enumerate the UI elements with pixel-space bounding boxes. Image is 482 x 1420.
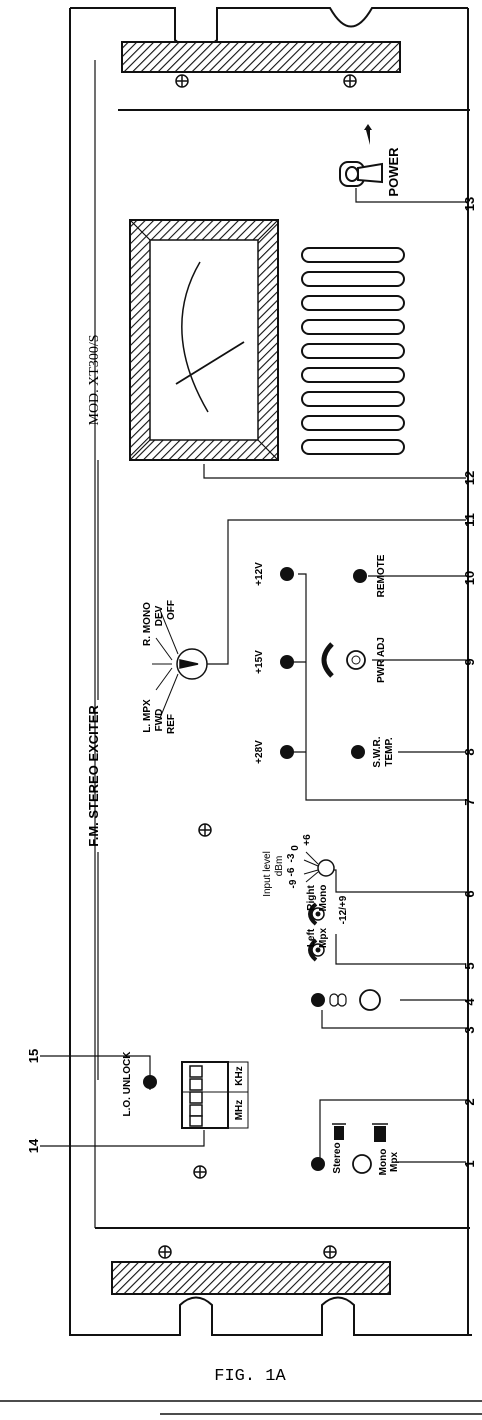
pwr-adj-arc [324,644,332,676]
figure-caption: FIG. 1A [214,1367,286,1386]
power-label: POWER [386,147,401,197]
analog-meter [130,220,278,460]
lo-unlock-label: L.O. UNLOCK [122,1051,133,1117]
callout-11: 11 [462,513,477,527]
input-level-tick-0: 0 [290,845,301,851]
panel-title: F.M. STEREO EXCITER [86,705,101,847]
stereo-switch[interactable] [334,1126,344,1140]
mono-mpx-button[interactable] [353,1155,371,1173]
vent-slots [302,248,404,454]
callout-4: 4 [462,998,477,1006]
selector-l-mpx: L. MPX [142,699,153,733]
test-point-jack[interactable] [280,567,294,759]
callout-10: 10 [462,571,477,585]
input-mono-label: Mono [318,885,329,912]
mono-mpx-switch[interactable] [374,1126,386,1142]
callout-14: 14 [26,1138,41,1153]
panel-outline [70,8,472,1335]
callout-13: 13 [462,197,477,211]
mpx-label: Mpx [389,1152,400,1172]
input-level-tick-m3: -3 [286,853,297,862]
callout-1: 1 [462,1160,477,1167]
input-level-unit: dBm [274,856,285,877]
callout-5: 5 [462,962,477,969]
input-level-tick-m9: -9 [288,879,299,888]
remote-led [353,569,367,583]
callout-2: 2 [462,1098,477,1105]
test-point-28v: +28V [254,740,265,764]
khz-label: KHz [234,1066,245,1085]
link-icon [330,994,346,1006]
stereo-led [311,1157,325,1171]
swr-label: S.W.R. [372,736,383,767]
up-arrow-icon [364,124,372,145]
selector-r-mono: R. MONO [142,602,153,646]
input-level-tick-p6: +6 [302,834,313,846]
temp-label: TEMP. [384,737,395,766]
mono-label: Mono [378,1149,389,1176]
lo-unlock-led [143,1075,157,1089]
input-level-range: -12/+9 [338,895,349,924]
input-jack-4[interactable] [360,990,380,1010]
selector-knob[interactable] [177,649,207,679]
mhz-label: MHz [234,1100,245,1121]
input-mpx-label: Mpx [318,928,329,948]
callout-8: 8 [462,748,477,755]
callout-9: 9 [462,658,477,665]
test-point-12v: +12V [254,562,265,586]
input-level-switch[interactable] [318,860,334,876]
input-level-tick-m6: -6 [286,867,297,876]
top-handle-bar [122,42,400,72]
selector-dev: DEV [154,605,165,626]
model-label: MOD. XT300/S [87,334,102,425]
input-left-label: Left [306,928,317,947]
stereo-label: Stereo [332,1142,343,1173]
callout-15: 15 [26,1049,41,1063]
indicator-led-3 [311,993,325,1007]
bottom-handle-bar [112,1262,390,1294]
swr-temp-led [351,745,365,759]
callout-6: 6 [462,890,477,897]
selector-fwd: FWD [154,709,165,732]
power-toggle-switch[interactable] [340,162,382,186]
input-level-title: Input level [262,851,273,897]
callout-3: 3 [462,1026,477,1033]
selector-off: OFF [166,600,177,620]
test-point-15v: +15V [254,650,265,674]
callout-7: 7 [462,798,477,805]
input-right-label: Right [306,885,317,911]
frequency-thumbwheel[interactable] [182,1062,228,1128]
selector-ref: REF [166,714,177,734]
callout-12: 12 [462,471,477,485]
